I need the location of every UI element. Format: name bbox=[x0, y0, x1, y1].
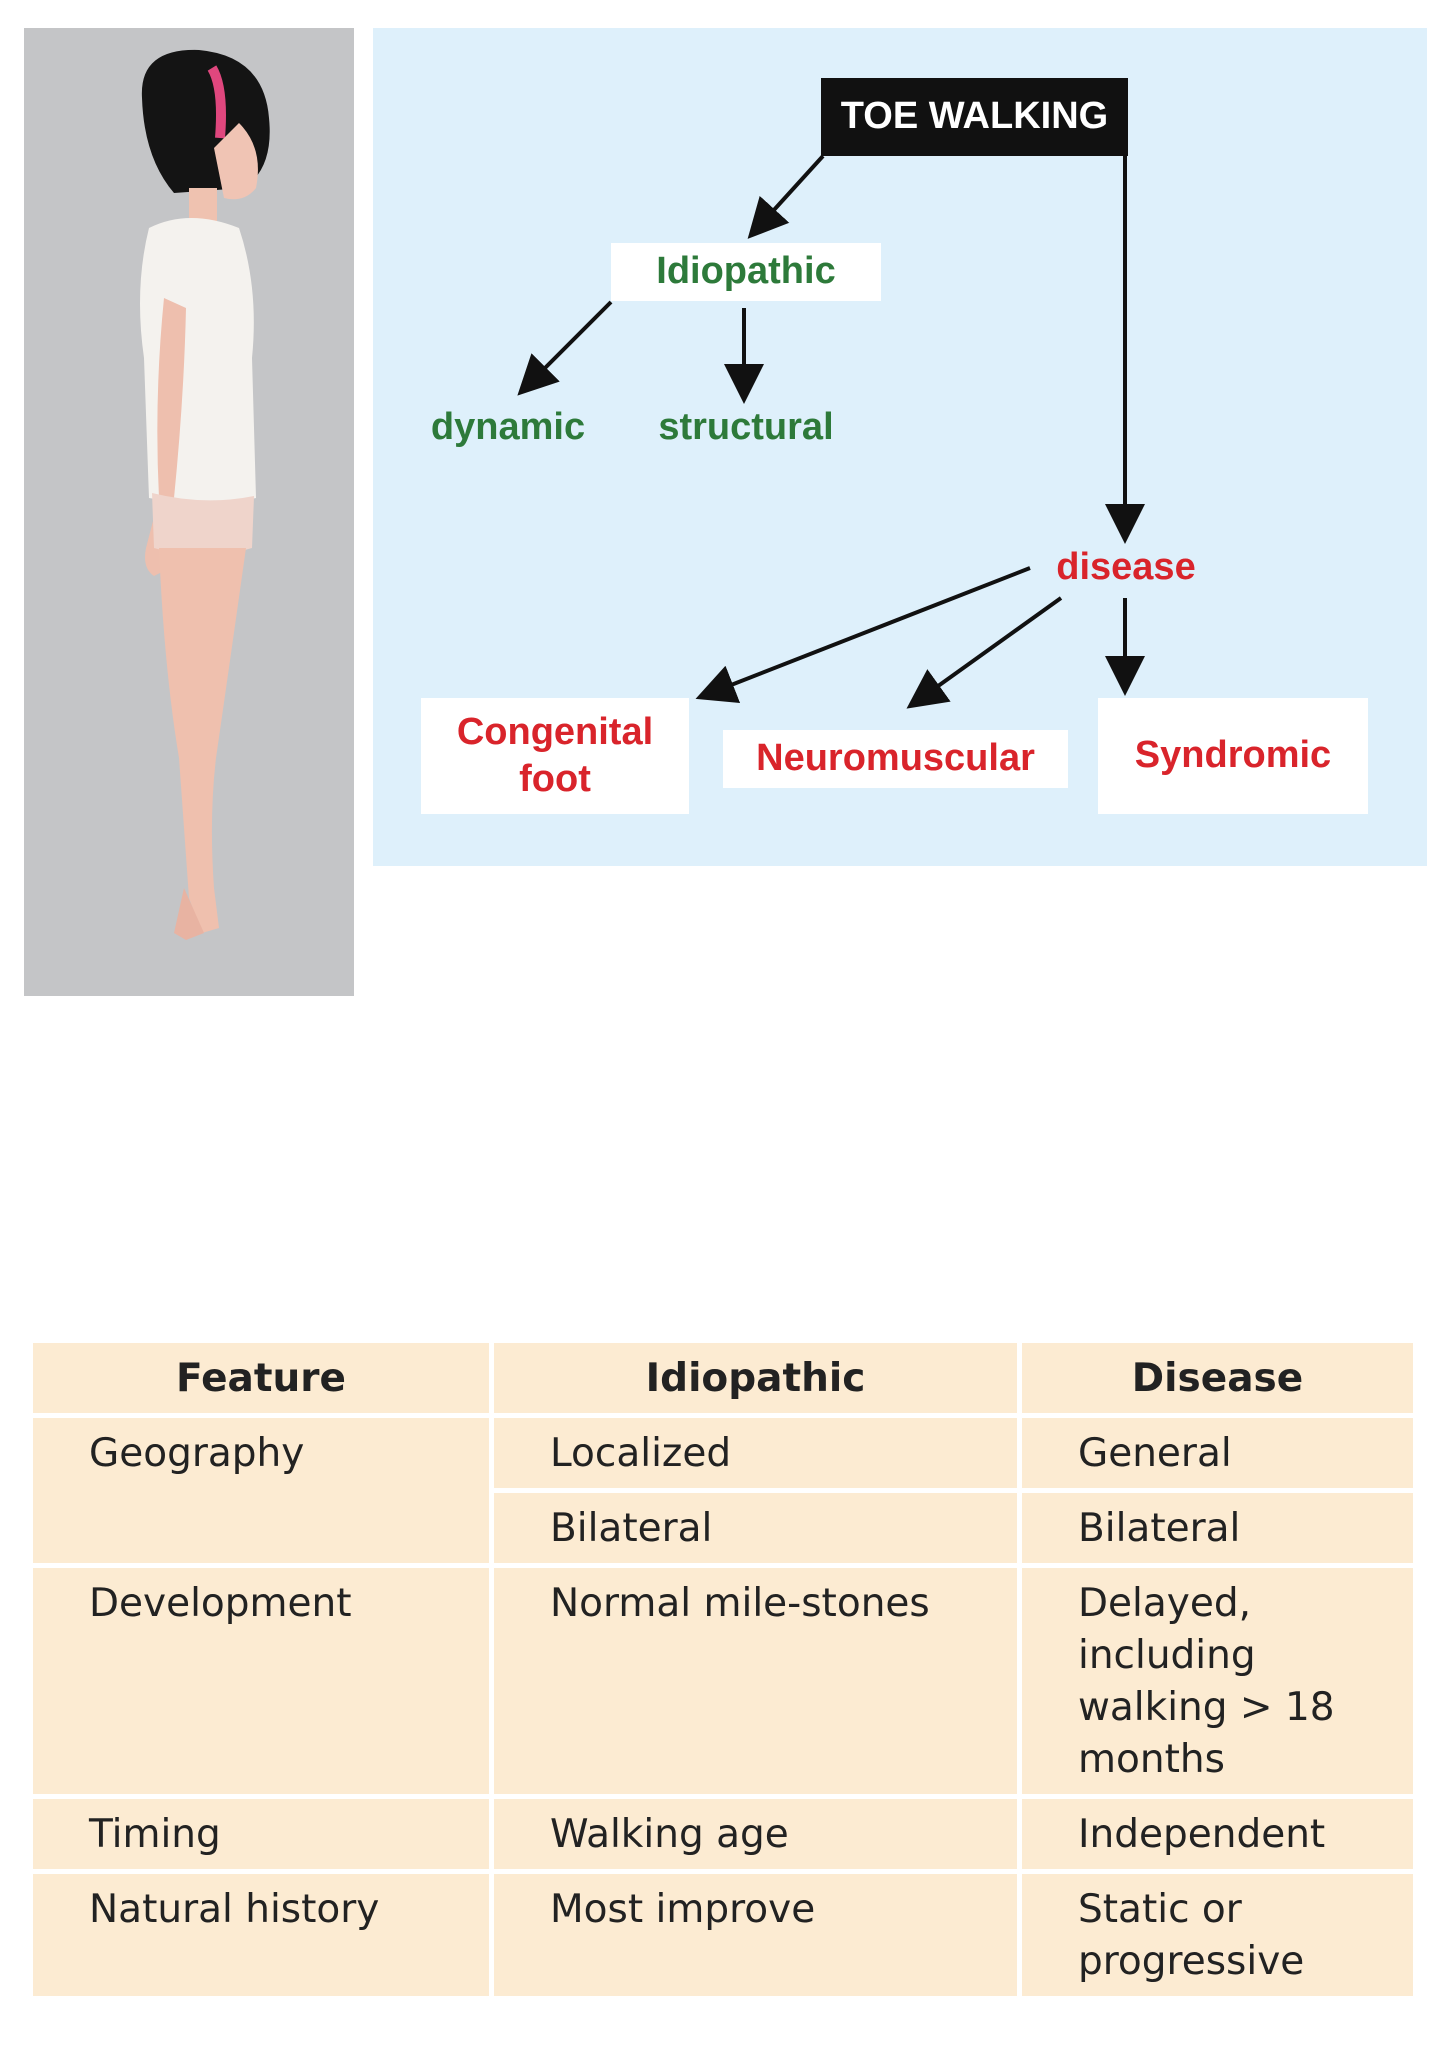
flowchart-arrows bbox=[517, 154, 1145, 709]
node-syndromic: Syndromic bbox=[1098, 698, 1368, 814]
node-dynamic: dynamic bbox=[430, 406, 586, 449]
cell-disease: General bbox=[1022, 1418, 1413, 1488]
cell-feature: Natural history bbox=[33, 1874, 489, 1996]
cell-idiopathic: Bilateral bbox=[494, 1493, 1017, 1563]
cell-idiopathic: Walking age bbox=[494, 1799, 1017, 1869]
child-toe-walking-photo bbox=[24, 28, 354, 996]
cell-disease: Delayed, including walking > 18 months bbox=[1022, 1568, 1413, 1794]
node-congenital-foot: Congenital foot bbox=[421, 698, 689, 814]
cell-feature: Timing bbox=[33, 1799, 489, 1869]
node-disease: disease bbox=[1056, 546, 1196, 589]
arrow-root-to-idiopathic bbox=[747, 154, 825, 239]
header-idiopathic: Idiopathic bbox=[494, 1343, 1017, 1413]
node-neuromuscular: Neuromuscular bbox=[723, 730, 1068, 788]
table-header-row: Feature Idiopathic Disease bbox=[33, 1343, 1413, 1413]
header-disease: Disease bbox=[1022, 1343, 1413, 1413]
child-silhouette-illustration bbox=[140, 49, 270, 940]
cell-feature: Geography bbox=[33, 1418, 489, 1563]
comparison-table: Feature Idiopathic Disease Geography Loc… bbox=[28, 1338, 1418, 2001]
cell-idiopathic: Localized bbox=[494, 1418, 1017, 1488]
table-row: Development Normal mile-stones Delayed, … bbox=[33, 1568, 1413, 1794]
cell-idiopathic: Most improve bbox=[494, 1874, 1017, 1996]
cell-feature: Development bbox=[33, 1568, 489, 1794]
arrow-disease-to-neuromuscular bbox=[906, 596, 1063, 709]
header-feature: Feature bbox=[33, 1343, 489, 1413]
node-toe-walking: TOE WALKING bbox=[821, 78, 1128, 156]
cell-disease: Bilateral bbox=[1022, 1493, 1413, 1563]
table-row: Timing Walking age Independent bbox=[33, 1799, 1413, 1869]
cell-disease: Independent bbox=[1022, 1799, 1413, 1869]
cell-disease: Static or progressive bbox=[1022, 1874, 1413, 1996]
toe-walking-flowchart: TOE WALKING Idiopathic dynamic structura… bbox=[373, 28, 1427, 866]
cell-idiopathic: Normal mile-stones bbox=[494, 1568, 1017, 1794]
arrow-idiopathic-to-dynamic bbox=[517, 300, 613, 396]
table-row: Natural history Most improve Static or p… bbox=[33, 1874, 1413, 1996]
table-row: Geography Localized General bbox=[33, 1418, 1413, 1563]
node-structural: structural bbox=[658, 406, 834, 449]
arrow-disease-to-congenital bbox=[695, 566, 1031, 703]
node-idiopathic: Idiopathic bbox=[611, 243, 881, 301]
table-row: Bilateral Bilateral bbox=[33, 1493, 1413, 1563]
